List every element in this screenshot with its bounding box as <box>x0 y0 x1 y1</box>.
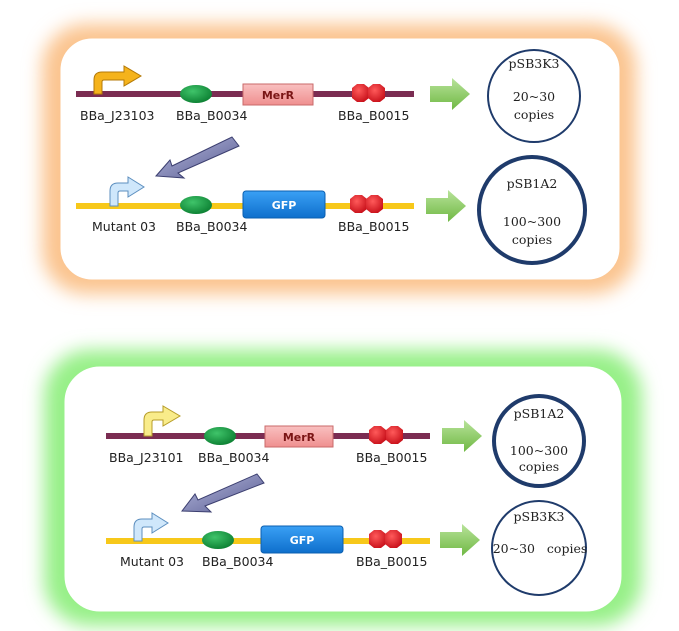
plasmid-circle: pSB3K3 20~30 copies <box>491 500 588 596</box>
panel-2-body <box>64 366 622 612</box>
promoter-label: BBa_J23101 <box>109 450 184 465</box>
panel-2: MerR BBa_J23101 BBa_B0034 BBa_B0015 pSB1… <box>44 350 642 626</box>
construct-row-1: MerR BBa_J23103 BBa_B0034 BBa_B0015 pSB3… <box>76 49 581 143</box>
rbs-oval-icon <box>180 196 212 214</box>
diagonal-arrow-icon <box>154 136 240 179</box>
gene-box-gfp <box>260 525 344 554</box>
gene-box-merR <box>264 425 334 448</box>
gene-label: GFP <box>272 199 297 212</box>
promoter-label: Mutant 03 <box>92 219 156 234</box>
green-right-arrow-icon <box>430 78 470 110</box>
terminator-label: BBa_B0015 <box>338 219 409 234</box>
rbs-oval-icon <box>202 531 234 549</box>
promoter-arrow-yellow-icon <box>143 405 181 437</box>
diagonal-arrow-icon <box>181 473 265 513</box>
plasmid-circle: pSB1A2 100~300 copies <box>492 394 586 488</box>
plasmid-copies-unit: copies <box>519 459 559 474</box>
promoter-label: BBa_J23103 <box>80 108 155 123</box>
construct-row-2: GFP Mutant 03 BBa_B0034 BBa_B0015 pSB1A2… <box>76 155 587 265</box>
construct-row-4: GFP Mutant 03 BBa_B0034 BBa_B0015 pSB3K3… <box>106 500 588 596</box>
rbs-label: BBa_B0034 <box>198 450 269 465</box>
promoter-arrow-orange-icon <box>93 65 142 95</box>
rbs-label: BBa_B0034 <box>202 554 273 569</box>
construct-row-3: MerR BBa_J23101 BBa_B0034 BBa_B0015 pSB1… <box>106 394 586 488</box>
plasmid-copies-unit: copies <box>514 107 554 122</box>
plasmid-copies: 20~30 <box>513 89 555 104</box>
terminator-hexagons-icon <box>369 426 403 444</box>
gene-box-merR <box>242 83 314 106</box>
plasmid-copies-line: 20~30 copies <box>493 541 588 556</box>
plasmid-name: pSB3K3 <box>509 56 560 71</box>
green-right-arrow-icon <box>440 524 480 556</box>
terminator-hexagons-icon <box>352 84 385 102</box>
plasmid-name: pSB1A2 <box>514 406 565 421</box>
green-right-arrow-icon <box>426 190 466 222</box>
plasmid-name: pSB3K3 <box>514 509 565 524</box>
rbs-oval-icon <box>204 427 236 445</box>
terminator-hexagons-icon <box>369 530 402 548</box>
promoter-arrow-light-blue-icon <box>109 176 145 207</box>
gene-label: MerR <box>262 89 295 102</box>
terminator-label: BBa_B0015 <box>356 450 427 465</box>
gene-label: MerR <box>283 431 316 444</box>
green-right-arrow-icon <box>442 420 482 452</box>
plasmid-circle: pSB1A2 100~300 copies <box>477 155 587 265</box>
promoter-arrow-light-blue-icon <box>133 512 169 542</box>
terminator-label: BBa_B0015 <box>338 108 409 123</box>
plasmid-copies: 100~300 <box>503 214 561 229</box>
rbs-oval-icon <box>180 85 212 103</box>
gene-label: GFP <box>290 534 315 547</box>
rbs-label: BBa_B0034 <box>176 108 247 123</box>
promoter-label: Mutant 03 <box>120 554 184 569</box>
panel-1: MerR BBa_J23103 BBa_B0034 BBa_B0015 pSB3… <box>42 24 636 294</box>
terminator-hexagons-icon <box>350 195 383 213</box>
plasmid-circle: pSB3K3 20~30 copies <box>487 49 581 143</box>
plasmid-copies: 100~300 <box>510 443 568 458</box>
gene-box-gfp <box>242 190 326 219</box>
plasmid-name: pSB1A2 <box>507 176 558 191</box>
terminator-label: BBa_B0015 <box>356 554 427 569</box>
plasmid-copies-unit: copies <box>512 232 552 247</box>
rbs-label: BBa_B0034 <box>176 219 247 234</box>
